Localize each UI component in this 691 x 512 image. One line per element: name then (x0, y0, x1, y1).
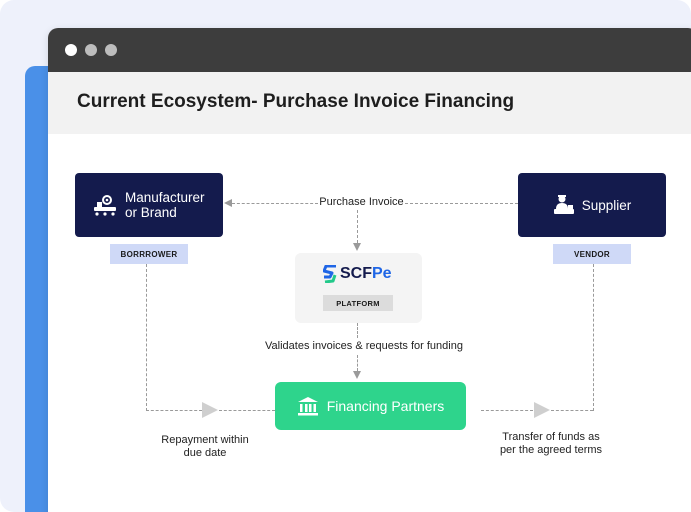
platform-tag: PLATFORM (323, 295, 393, 311)
vendor-tag: VENDOR (553, 244, 631, 264)
arrow-right-icon (534, 402, 550, 418)
manufacturer-label-line2: or Brand (125, 205, 177, 220)
supplier-node: Supplier (518, 173, 666, 237)
financing-partners-node: Financing Partners (275, 382, 466, 430)
arrow-left-icon (224, 199, 232, 207)
manufacturer-node: Manufacturer or Brand (75, 173, 223, 237)
transfer-label-line1: Transfer of funds as (502, 431, 600, 443)
repayment-label: Repayment within due date (150, 434, 260, 460)
connector-line (146, 410, 202, 411)
transfer-label: Transfer of funds as per the agreed term… (491, 431, 611, 457)
connector-line (593, 264, 594, 411)
page-title: Current Ecosystem- Purchase Invoice Fina… (77, 91, 515, 112)
window-dot-icon (65, 44, 77, 56)
connector-line (357, 323, 358, 338)
window-dot-icon (105, 44, 117, 56)
repayment-label-line2: due date (183, 447, 227, 459)
arrow-down-icon (353, 243, 361, 251)
arrow-right-icon (202, 402, 218, 418)
bank-icon (297, 397, 318, 416)
repayment-label-line1: Repayment within (161, 434, 249, 446)
scfpe-logo-icon (323, 265, 337, 283)
manufacturer-label-line1: Manufacturer (125, 190, 205, 205)
window-dot-icon (85, 44, 97, 56)
window-titlebar (48, 28, 691, 72)
connector-line (232, 203, 318, 204)
financing-partners-label: Financing Partners (326, 398, 445, 414)
connector-line (481, 410, 533, 411)
transfer-label-line2: per the agreed terms (499, 444, 603, 456)
borrower-tag: BORRROWER (110, 244, 188, 264)
connector-line (357, 355, 358, 371)
supplier-label: Supplier (581, 197, 632, 213)
connector-line (219, 410, 275, 411)
brand-suffix: Pe (372, 265, 392, 282)
connector-line (357, 210, 358, 243)
connector-line (405, 203, 518, 204)
header-band (48, 72, 691, 134)
brand-prefix: SCF (340, 265, 372, 282)
connector-line (146, 264, 147, 411)
factory-icon (94, 195, 116, 216)
connector-line (551, 410, 593, 411)
arrow-down-icon (353, 371, 361, 379)
supplier-icon (553, 195, 574, 214)
validates-label: Validates invoices & requests for fundin… (262, 340, 466, 353)
purchase-invoice-label: Purchase Invoice (318, 196, 405, 209)
